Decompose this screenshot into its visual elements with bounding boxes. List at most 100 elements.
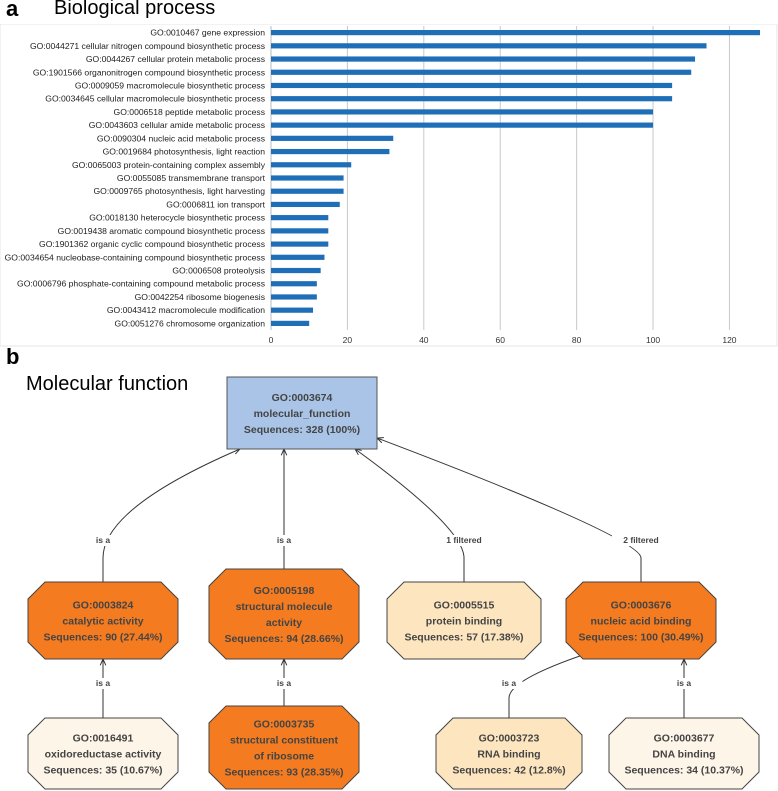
node-name: activity: [266, 617, 302, 629]
node-name: oxidoreductase activity: [45, 749, 162, 761]
node-seq: Sequences: 94 (28.66%): [224, 633, 343, 645]
panel-a-title: Biological process: [54, 0, 216, 19]
node-id: GO:0005198: [254, 585, 315, 597]
node-shape: [386, 581, 542, 660]
node-shape: [226, 376, 378, 450]
node-seq: Sequences: 42 (12.8%): [452, 765, 565, 777]
panel-b-title: Molecular function: [26, 373, 189, 395]
edge-label: is a: [677, 678, 691, 688]
node-id: GO:0016491: [73, 733, 134, 745]
category-label: GO:0034645 cellular macromolecule biosyn…: [45, 94, 265, 104]
x-tick-label: 100: [646, 335, 660, 345]
node-seq: Sequences: 57 (17.38%): [404, 632, 523, 644]
panel-b-letter: b: [6, 344, 20, 369]
node-seq: Sequences: 328 (100%): [244, 424, 360, 436]
bar: [271, 30, 760, 36]
node-name: catalytic activity: [62, 616, 143, 628]
bar: [271, 307, 314, 313]
category-label: GO:0042254 ribosome biogenesis: [135, 292, 265, 302]
node-name: structural constituent: [230, 735, 338, 747]
node-id: GO:0003824: [73, 600, 134, 612]
category-label: GO:0043603 cellular amide metabolic proc…: [89, 120, 265, 130]
bar: [271, 122, 654, 128]
bar: [271, 281, 317, 287]
edge-arrow: [355, 449, 465, 582]
bar: [271, 215, 329, 221]
bar: [271, 82, 673, 89]
edge-label: is a: [96, 535, 110, 545]
edge-label-bg: [495, 678, 523, 689]
node-id: GO:0003677: [654, 733, 715, 745]
edge-label: 1 filtered: [446, 535, 481, 545]
bar: [271, 69, 692, 75]
category-label: GO:1901362 organic cyclic compound biosy…: [39, 239, 265, 249]
node-name: structural molecule: [236, 601, 333, 613]
node-seq: Sequences: 34 (10.37%): [624, 765, 743, 777]
bar: [271, 96, 673, 102]
category-label: GO:0044271 cellular nitrogen compound bi…: [30, 41, 265, 51]
category-label: GO:0009765 photosynthesis, light harvest…: [93, 186, 265, 196]
node-shape: [208, 705, 360, 790]
edge-label: is a: [96, 678, 110, 688]
node-seq: Sequences: 93 (28.35%): [224, 767, 343, 779]
bar: [271, 294, 317, 300]
edge-label: is a: [277, 678, 291, 688]
category-label: GO:0006518 peptide metabolic process: [114, 107, 265, 117]
bar: [271, 188, 344, 194]
x-tick-label: 60: [495, 335, 505, 345]
edge-label: 2 filtered: [623, 535, 658, 545]
category-label: GO:1901566 organonitrogen compound biosy…: [33, 67, 265, 77]
node-id: GO:0005515: [434, 600, 495, 612]
node-name: DNA binding: [652, 749, 715, 761]
category-label: GO:0051276 chromosome organization: [115, 318, 266, 328]
edge-label-bg: [612, 535, 670, 546]
node-seq: Sequences: 35 (10.67%): [43, 765, 162, 777]
node-shape: [435, 717, 583, 790]
node-shape: [27, 717, 179, 790]
node-id: GO:0003674: [272, 392, 333, 404]
category-label: GO:0006796 phosphate-containing compound…: [17, 279, 265, 289]
node-shape: [565, 581, 717, 660]
bar: [271, 254, 325, 260]
category-label: GO:0044267 cellular protein metabolic pr…: [86, 54, 265, 64]
bar: [271, 43, 707, 49]
bar: [271, 56, 696, 62]
node-shape: [608, 717, 760, 790]
chart-frame: [0, 24, 778, 347]
node-seq: Sequences: 90 (27.44%): [43, 632, 162, 644]
bar: [271, 162, 352, 168]
node-name: RNA binding: [477, 749, 540, 761]
category-label: GO:0006508 proteolysis: [172, 266, 265, 276]
category-label: GO:0006811 ion transport: [166, 199, 265, 209]
edge-label-bg: [435, 535, 493, 546]
category-label: GO:0090304 nucleic acid metabolic proces…: [97, 133, 265, 143]
x-tick-label: 120: [722, 335, 736, 345]
x-tick-label: 40: [419, 335, 429, 345]
node-seq: Sequences: 100 (30.49%): [579, 632, 704, 644]
node-name: protein binding: [426, 616, 502, 628]
node-name: nucleic acid binding: [591, 616, 692, 628]
x-tick-label: 20: [343, 335, 353, 345]
edge-arrow: [102, 449, 240, 582]
molecular-function-diagram: is a is a 1 filtered 2 filtered is a is a is a…: [27, 376, 760, 790]
edge-label: is a: [277, 535, 291, 545]
node-shape: [208, 568, 360, 660]
bar: [271, 201, 340, 208]
node-name: molecular_function: [254, 408, 351, 420]
edge-label-bg: [670, 678, 698, 689]
node-shape: [27, 581, 179, 660]
bar: [271, 175, 344, 181]
bar: [271, 228, 329, 234]
node-id: GO:0003676: [611, 600, 672, 612]
category-label: GO:0010467 gene expression: [150, 28, 265, 38]
category-label: GO:0018130 heterocycle biosynthetic proc…: [89, 213, 265, 223]
edge-label-bg: [270, 535, 298, 546]
node-id: GO:0003735: [254, 719, 315, 731]
edge-label-bg: [89, 535, 117, 546]
category-label: GO:0055085 transmembrane transport: [117, 173, 266, 183]
category-label: GO:0034654 nucleobase-containing compoun…: [5, 252, 265, 262]
panel-a-letter: a: [6, 0, 19, 21]
category-label: GO:0019684 photosynthesis, light reactio…: [103, 147, 266, 157]
bar: [271, 241, 329, 247]
